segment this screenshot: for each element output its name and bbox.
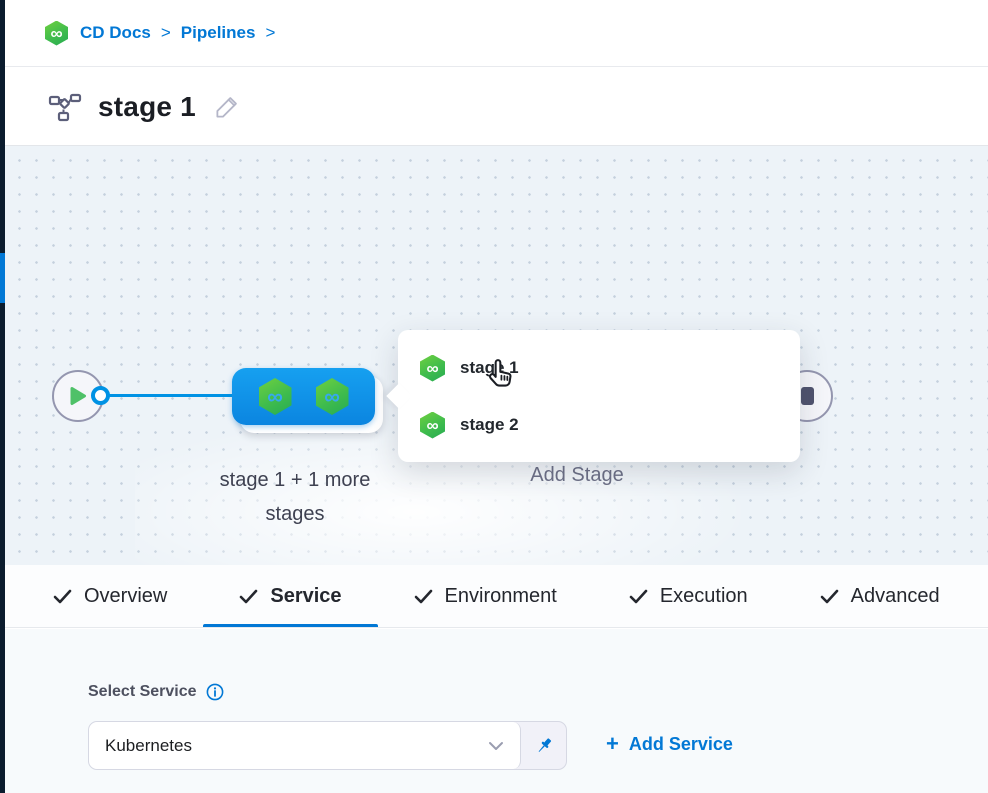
tab-advanced[interactable]: Advanced	[784, 565, 976, 627]
cd-stage-icon: ∞	[258, 378, 292, 415]
pin-icon	[538, 737, 551, 752]
popup-stage-label: stage 1	[460, 358, 519, 377]
breadcrumb-project-link[interactable]: CD Docs	[80, 23, 151, 42]
edit-stage-name-icon[interactable]	[214, 93, 241, 120]
add-stage-label[interactable]: Add Stage	[530, 464, 624, 486]
tab-environment[interactable]: Environment	[378, 565, 593, 627]
check-icon	[629, 589, 648, 604]
add-service-button[interactable]: + Add Service	[606, 731, 733, 756]
check-icon	[239, 589, 258, 604]
start-node-port[interactable]	[91, 386, 110, 405]
service-tab-panel: Select Service Kubernetes	[5, 629, 988, 793]
nav-active-indicator	[0, 253, 5, 303]
breadcrumb-separator: >	[160, 23, 171, 42]
pin-service-button[interactable]	[521, 722, 566, 769]
play-icon	[70, 387, 86, 405]
harness-logo-icon[interactable]: ∞	[45, 20, 68, 46]
left-nav-rail	[0, 0, 5, 793]
stage-setup-tab-bar: Overview Service Environment Execution A…	[5, 565, 988, 628]
check-icon	[53, 589, 72, 604]
popup-arrow	[386, 383, 412, 409]
breadcrumb: CD Docs > Pipelines >	[80, 23, 275, 43]
select-service-label: Select Service	[88, 683, 224, 701]
info-icon[interactable]	[206, 683, 224, 701]
page-title: stage 1	[98, 90, 196, 122]
plus-icon: +	[606, 731, 619, 756]
popup-stage-item-1[interactable]: ∞ stage 1	[420, 344, 800, 392]
service-select-dropdown[interactable]: Kubernetes	[89, 722, 521, 769]
stage-group-node[interactable]: ∞ ∞	[232, 368, 375, 425]
pipeline-diagram-icon	[48, 92, 82, 122]
pipeline-canvas[interactable]: ∞ ∞ stage 1 + 1 more stages Add Stage ∞ …	[5, 146, 988, 576]
check-icon	[414, 589, 433, 604]
breadcrumb-separator: >	[265, 23, 276, 42]
breadcrumb-bar: ∞ CD Docs > Pipelines >	[5, 0, 988, 67]
service-combo: Kubernetes	[88, 721, 567, 770]
breadcrumb-pipelines-link[interactable]: Pipelines	[180, 23, 256, 42]
check-icon	[820, 589, 839, 604]
tab-execution[interactable]: Execution	[593, 565, 784, 627]
tab-overview[interactable]: Overview	[17, 565, 203, 627]
cd-stage-icon: ∞	[420, 354, 445, 382]
stage-title-bar: stage 1	[5, 68, 988, 146]
tab-service[interactable]: Service	[203, 565, 378, 627]
cd-stage-icon: ∞	[315, 378, 349, 415]
cd-stage-icon: ∞	[420, 411, 445, 439]
chevron-down-icon	[488, 741, 504, 751]
pipeline-connector-line	[100, 394, 240, 397]
pipeline-start-node[interactable]	[52, 370, 104, 422]
stop-icon	[800, 387, 814, 405]
active-tab-indicator	[203, 624, 378, 627]
popup-stage-label: stage 2	[460, 415, 519, 434]
service-select-value: Kubernetes	[105, 735, 192, 755]
stage-group-label: stage 1 + 1 more stages	[219, 469, 371, 525]
stage-list-popup: ∞ stage 1 ∞ stage 2	[386, 330, 800, 462]
popup-stage-item-2[interactable]: ∞ stage 2	[420, 401, 800, 449]
